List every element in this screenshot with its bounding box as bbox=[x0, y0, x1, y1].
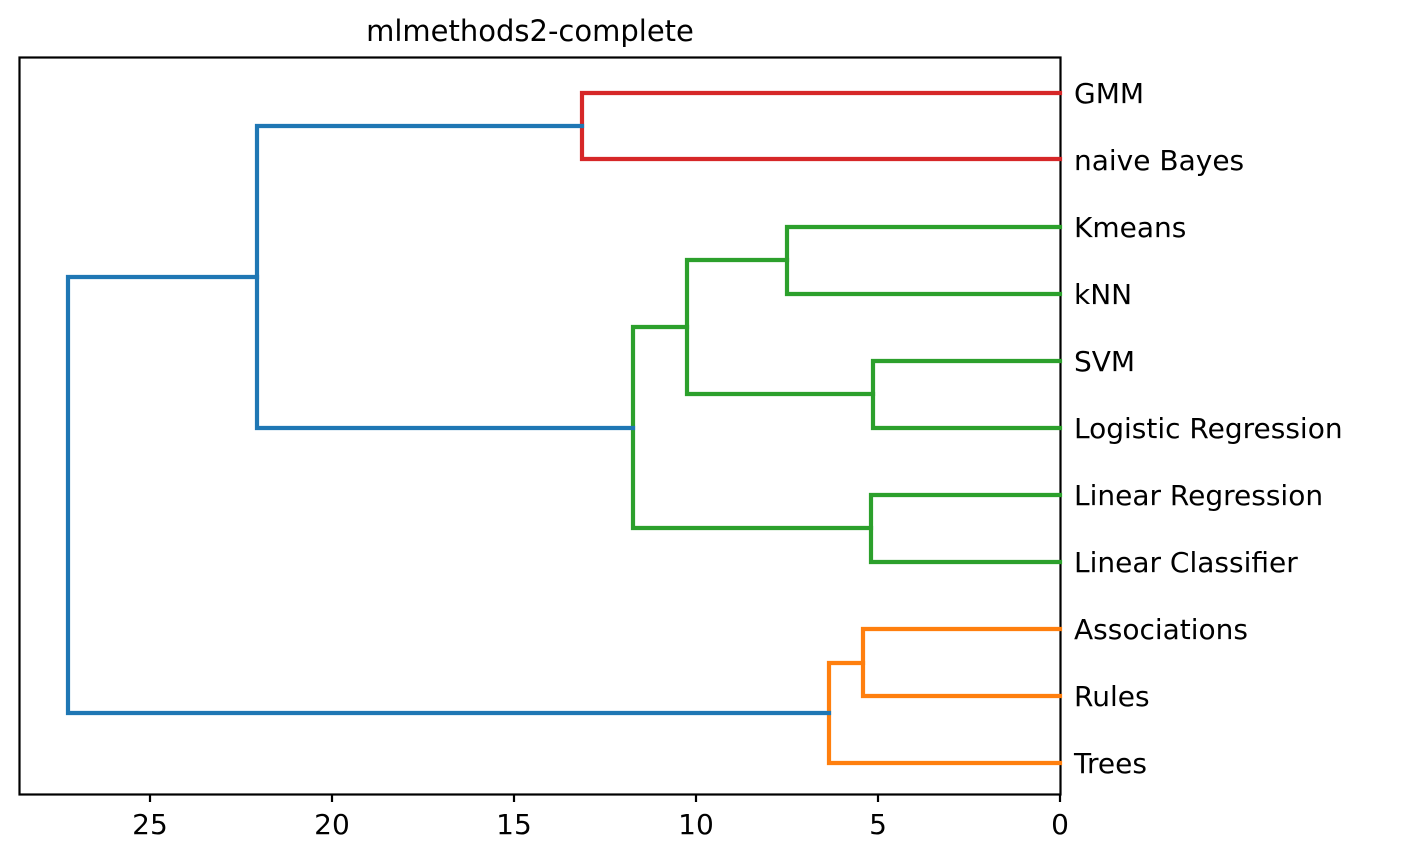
link-kmeans-knn-svm-logreg bbox=[684, 257, 876, 397]
leaf-label-kmeans: Kmeans bbox=[1074, 211, 1187, 244]
link-svm-logisticregression bbox=[870, 358, 1063, 431]
link-gmm-naivebayes bbox=[579, 90, 1063, 162]
x-axis-ticks bbox=[148, 794, 1062, 802]
link-green-root bbox=[630, 324, 874, 531]
link-associations-rules bbox=[860, 626, 1063, 699]
leaf-label-rules: Rules bbox=[1074, 680, 1150, 713]
xtick-label-5: 5 bbox=[869, 808, 887, 841]
leaf-label-trees: Trees bbox=[1074, 747, 1147, 780]
xtick-label-20: 20 bbox=[314, 808, 350, 841]
link-blue-root bbox=[65, 274, 832, 716]
leaf-label-linear-classifier: Linear Classifier bbox=[1074, 546, 1298, 579]
leaf-label-knn: kNN bbox=[1074, 278, 1133, 311]
xtick-label-10: 10 bbox=[678, 808, 714, 841]
leaf-label-naive-bayes: naive Bayes bbox=[1074, 144, 1245, 177]
link-linearregression-linearclassifier bbox=[868, 492, 1063, 565]
leaf-label-svm: SVM bbox=[1074, 345, 1136, 378]
xtick-label-25: 25 bbox=[132, 808, 168, 841]
leaf-label-logistic-regression: Logistic Regression bbox=[1074, 412, 1343, 445]
leaf-label-gmm: GMM bbox=[1074, 77, 1145, 110]
leaf-label-linear-regression: Linear Regression bbox=[1074, 479, 1324, 512]
xtick-label-15: 15 bbox=[496, 808, 532, 841]
link-kmeans-knn bbox=[784, 224, 1063, 297]
link-blue-upper bbox=[254, 123, 636, 431]
leaf-label-associations: Associations bbox=[1074, 613, 1249, 646]
page-title: mlmethods2-complete bbox=[366, 14, 694, 48]
xtick-label-0: 0 bbox=[1051, 808, 1069, 841]
